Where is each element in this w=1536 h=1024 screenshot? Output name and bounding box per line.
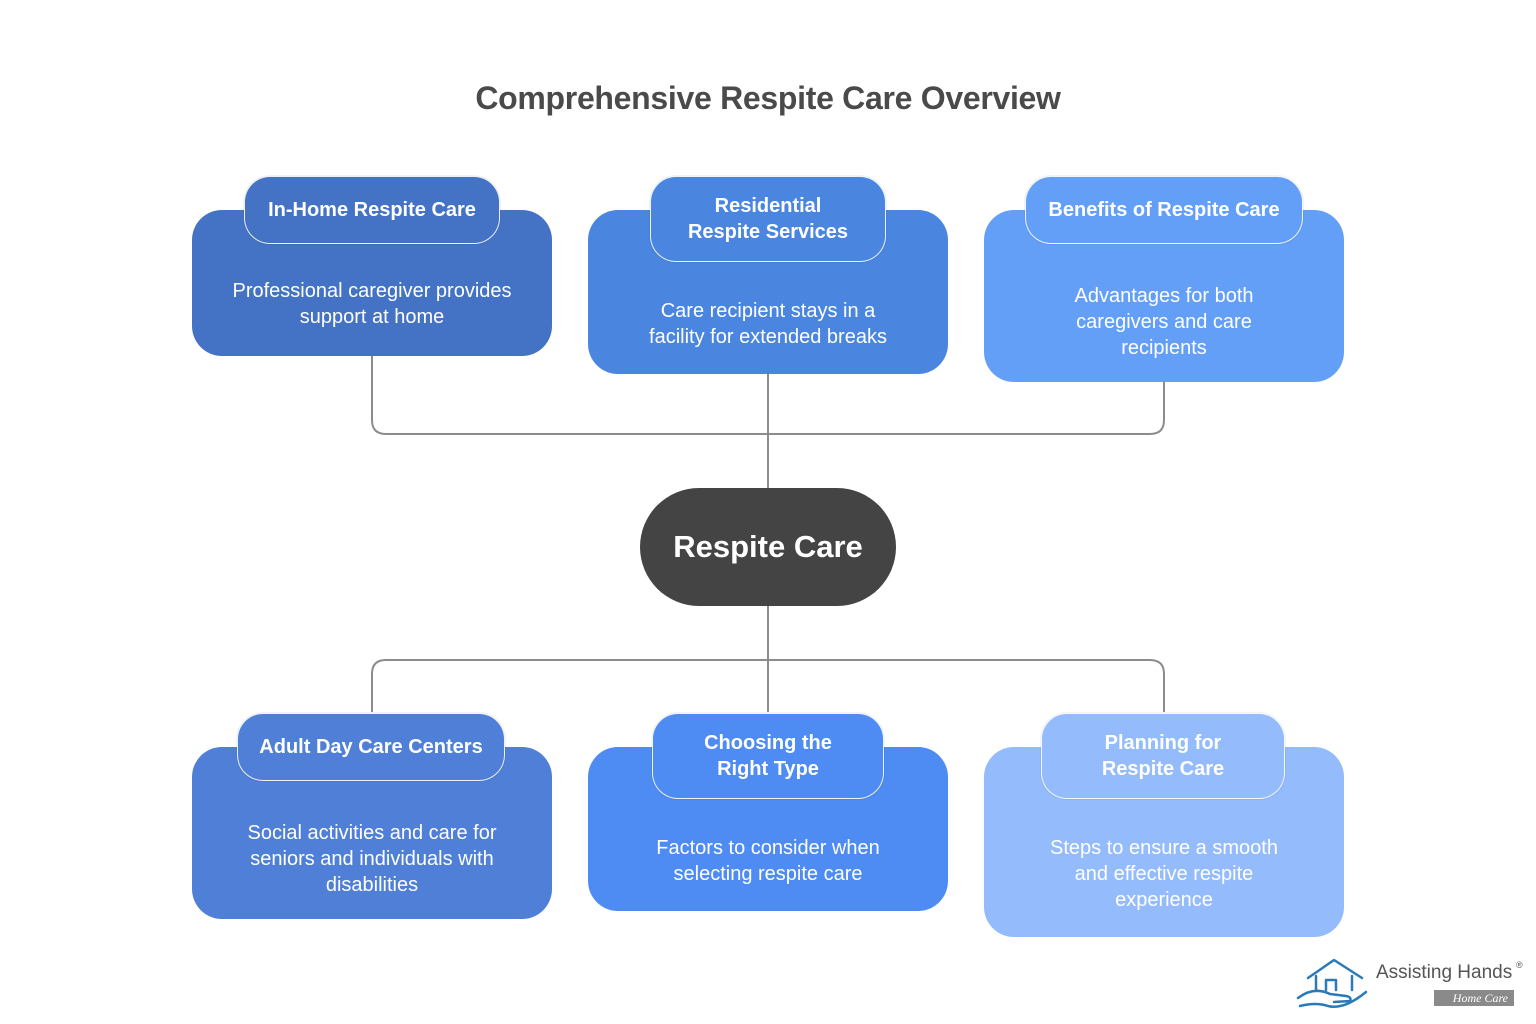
brand-logo: Assisting Hands ® Home Care	[1294, 956, 1523, 1012]
node-description: Steps to ensure a smooth and effective r…	[1050, 837, 1278, 911]
house-hand-icon	[1296, 958, 1368, 1008]
center-node: Respite Care	[640, 488, 896, 606]
node-heading: Residential Respite Services	[687, 195, 849, 243]
logo-registered-mark: ®	[1516, 960, 1523, 970]
node-heading-in-home: In-Home Respite Care	[244, 176, 500, 244]
node-heading-choosing: Choosing the Right Type	[652, 713, 884, 799]
center-label: Respite Care	[673, 529, 863, 564]
node-description: Social activities and care for seniors a…	[247, 822, 497, 896]
logo-name: Assisting Hands	[1376, 962, 1513, 983]
node-heading-adult-day: Adult Day Care Centers	[237, 713, 505, 781]
node-heading-benefits: Benefits of Respite Care	[1025, 176, 1303, 244]
node-description: Factors to consider when selecting respi…	[656, 837, 880, 885]
node-heading: Adult Day Care Centers	[259, 736, 483, 758]
node-description: Care recipient stays in a facility for e…	[649, 300, 887, 348]
node-heading-residential: Residential Respite Services	[650, 176, 886, 262]
diagram-title: Comprehensive Respite Care Overview	[475, 80, 1061, 116]
node-description: Advantages for both caregivers and care …	[1074, 285, 1254, 359]
node-description: Professional caregiver provides support …	[232, 280, 512, 328]
node-heading-planning: Planning for Respite Care	[1041, 713, 1285, 799]
node-heading: Benefits of Respite Care	[1048, 199, 1280, 221]
node-heading: In-Home Respite Care	[268, 199, 476, 221]
logo-tagline: Home Care	[1434, 990, 1514, 1006]
node-heading: Choosing the Right Type	[704, 732, 832, 780]
node-heading: Planning for Respite Care	[1101, 732, 1225, 780]
